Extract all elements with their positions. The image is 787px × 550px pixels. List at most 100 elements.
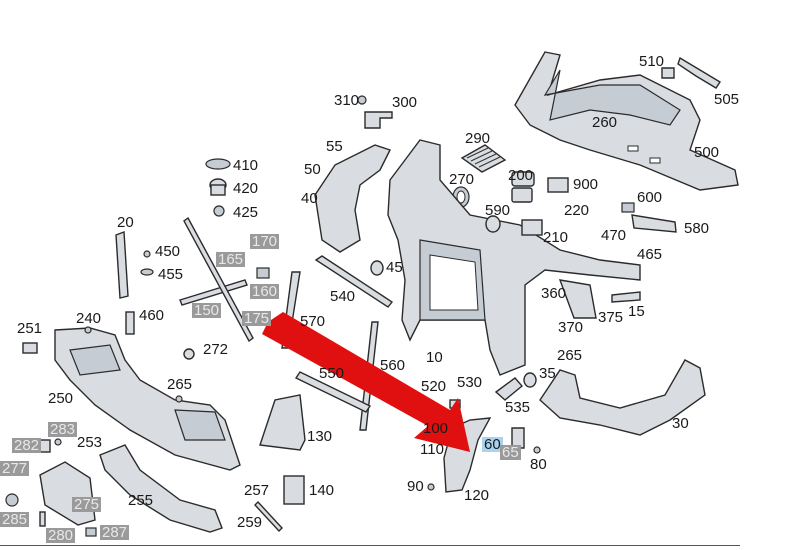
highlight-arrow: [262, 312, 470, 452]
callout-275: 275: [72, 496, 102, 513]
callout-150: 150: [192, 302, 222, 319]
callout-280: 280: [46, 527, 76, 544]
callout-270: 270: [449, 171, 475, 188]
callout-35: 35: [539, 365, 556, 382]
callout-257: 257: [244, 482, 270, 499]
callout-120: 120: [464, 487, 490, 504]
callout-50: 50: [304, 161, 321, 178]
callout-550: 550: [319, 365, 345, 382]
callout-535: 535: [505, 399, 531, 416]
part-15-strap: [611, 291, 641, 303]
callout-251: 251: [17, 320, 43, 337]
callout-455: 455: [158, 266, 184, 283]
part-160-rod: [183, 216, 254, 343]
part-300-bracket: [364, 111, 393, 129]
callout-220: 220: [564, 202, 590, 219]
part-310-bolt: [357, 95, 367, 105]
callout-30: 30: [672, 415, 689, 432]
callout-600: 600: [637, 189, 663, 206]
part-240-bolt: [84, 326, 92, 334]
part-265-screw: [175, 395, 183, 403]
callout-259: 259: [237, 514, 263, 531]
part-535-hose: [494, 377, 524, 401]
callout-285: 285: [0, 511, 30, 528]
callout-210: 210: [543, 229, 569, 246]
callout-255: 255: [128, 492, 154, 509]
callout-530: 530: [457, 374, 483, 391]
callout-165: 165: [216, 251, 246, 268]
callout-100: 100: [423, 420, 449, 437]
callout-240: 240: [76, 310, 102, 327]
callout-570: 570: [300, 313, 326, 330]
callout-265a: 265: [167, 376, 193, 393]
callout-540: 540: [330, 288, 356, 305]
callout-520: 520: [421, 378, 447, 395]
callout-45: 45: [386, 259, 403, 276]
callout-140: 140: [309, 482, 335, 499]
callout-253: 253: [77, 434, 103, 451]
part-251-clip: [22, 342, 38, 354]
part-590-plug: [485, 215, 501, 233]
part-290-grille: [460, 144, 507, 173]
part-272-plug: [183, 348, 195, 360]
callout-370: 370: [558, 319, 584, 336]
part-425-nut: [213, 205, 225, 217]
callout-410: 410: [233, 157, 259, 174]
callout-500: 500: [694, 144, 720, 161]
part-260-upper-bracket: [514, 51, 739, 191]
part-285-grommet: [5, 493, 19, 507]
callout-40: 40: [301, 190, 318, 207]
part-45-plug: [370, 260, 384, 276]
part-505-strap: [677, 56, 721, 89]
part-900-block: [547, 177, 569, 193]
callout-265b: 265: [557, 347, 583, 364]
callout-200: 200: [508, 167, 534, 184]
callout-310: 310: [334, 92, 360, 109]
callout-283: 283: [48, 421, 78, 438]
part-257-rod: [254, 500, 283, 533]
callout-590: 590: [485, 202, 511, 219]
callout-260: 260: [592, 114, 618, 131]
part-65-clip: [511, 427, 525, 449]
callout-175: 175: [242, 310, 272, 327]
callout-900: 900: [573, 176, 599, 193]
callout-425: 425: [233, 204, 259, 221]
part-255-lower-bar: [99, 444, 223, 533]
part-410-cap: [205, 158, 231, 170]
callout-505: 505: [714, 91, 740, 108]
part-210-holder: [521, 219, 543, 236]
part-275-bracket: [39, 461, 96, 526]
part-90-bolt: [427, 483, 435, 491]
callout-10: 10: [426, 349, 443, 366]
part-140-block: [283, 475, 305, 505]
callout-277: 277: [0, 460, 30, 477]
callout-250: 250: [48, 390, 74, 407]
callout-460: 460: [139, 307, 165, 324]
callout-360: 360: [541, 285, 567, 302]
part-30-side-bracket: [539, 359, 706, 436]
callout-170: 170: [250, 233, 280, 250]
part-510-clip: [661, 67, 675, 79]
part-550-strip: [294, 371, 372, 413]
part-200-sensor: [511, 171, 535, 187]
callout-465: 465: [637, 246, 663, 263]
callout-130: 130: [307, 428, 333, 445]
callout-65: 65: [500, 444, 521, 461]
part-580-bracket: [631, 214, 677, 233]
part-130-support: [259, 394, 306, 451]
callout-580: 580: [684, 220, 710, 237]
callout-300: 300: [392, 94, 418, 111]
callout-90: 90: [407, 478, 424, 495]
callout-55: 55: [326, 138, 343, 155]
part-35-plug: [523, 372, 537, 388]
callout-420: 420: [233, 180, 259, 197]
part-80-bolt: [533, 446, 541, 454]
part-540-strip: [314, 255, 394, 308]
callout-110: 110: [420, 441, 444, 458]
callout-282: 282: [12, 437, 42, 454]
callout-15: 15: [628, 303, 645, 320]
part-20-support: [115, 231, 129, 299]
callout-560: 560: [380, 357, 406, 374]
